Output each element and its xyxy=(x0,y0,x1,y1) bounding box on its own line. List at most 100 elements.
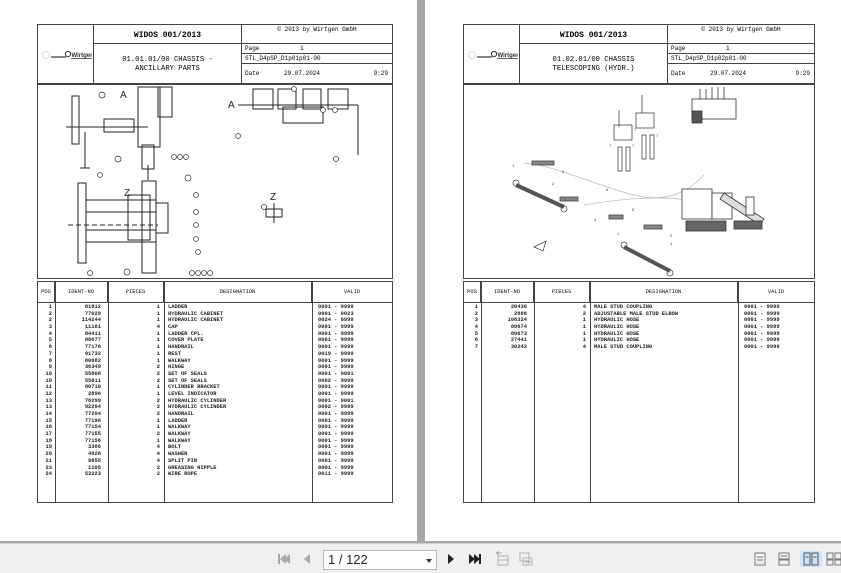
dropdown-caret-icon[interactable] xyxy=(426,559,432,563)
svg-text:A: A xyxy=(228,100,235,111)
cell-designation: HYDRAULIC HOSE xyxy=(594,337,640,344)
wirtgen-logo-icon: Wirtgen xyxy=(42,50,92,59)
cell-pieces: 2 xyxy=(156,471,160,478)
cell-valid: 0001 - 9999 xyxy=(318,324,354,331)
col-pos: POS xyxy=(464,282,481,302)
cell-valid: 0001 - 9999 xyxy=(744,330,780,337)
page-number-input[interactable]: 1 / 122 xyxy=(323,550,437,570)
cell-pieces: 1 xyxy=(156,317,160,324)
cell-pos: 19 xyxy=(45,444,52,451)
single-page-view-button[interactable] xyxy=(752,551,768,567)
date-value: 29.07.2024 xyxy=(284,70,321,77)
page-number: 1 xyxy=(300,45,304,52)
cell-pos: 16 xyxy=(45,424,52,431)
cell-designation: CAP xyxy=(168,324,178,331)
cell-designation: COVER PLATE xyxy=(168,337,204,344)
cell-designation: HYDRAULIC HOSE xyxy=(594,324,640,331)
logo-cell: Wirtgen xyxy=(464,25,520,83)
svg-text:Z: Z xyxy=(124,188,130,199)
cell-pos: 9 xyxy=(48,364,52,371)
cell-designation: ADJUSTABLE MALE STUD ELBOW xyxy=(594,310,679,317)
cell-ident-no: 20436 xyxy=(510,304,527,310)
cell-designation: WALKWAY xyxy=(168,357,191,364)
svg-text:1: 1 xyxy=(617,231,620,236)
single-page-icon xyxy=(754,552,766,566)
page-label: Page xyxy=(671,45,686,52)
cell-designation: GREASING NIPPLE xyxy=(168,464,217,471)
svg-text:Wirtgen: Wirtgen xyxy=(498,53,519,59)
cell-pieces: 1 xyxy=(156,357,160,364)
cell-ident-no: 80674 xyxy=(510,324,527,331)
cell-valid: 0001 - 9999 xyxy=(318,337,354,344)
next-page-button[interactable] xyxy=(443,551,459,567)
previous-view-button[interactable] xyxy=(494,551,510,567)
cell-valid: 0001 - 9999 xyxy=(318,384,354,391)
cell-valid: 0019 - 9999 xyxy=(318,350,354,357)
svg-text:1: 1 xyxy=(670,241,673,246)
cell-ident-no: 1105 xyxy=(88,464,101,471)
cell-ident-no: 81812 xyxy=(84,304,101,310)
cell-pieces: 4 xyxy=(582,344,586,351)
previous-page-icon xyxy=(304,554,310,564)
cell-pos: 8 xyxy=(48,357,52,364)
continuous-view-button[interactable] xyxy=(776,551,792,567)
cell-valid: 0001 - 9999 xyxy=(318,451,354,458)
cell-designation: HYDRAULIC HOSE xyxy=(594,317,640,324)
col-pos: POS xyxy=(38,282,55,302)
first-page-button[interactable] xyxy=(276,551,292,567)
cell-pieces: 1 xyxy=(156,337,160,344)
date-value: 29.07.2024 xyxy=(710,70,747,77)
time-value: 9:29 xyxy=(373,70,388,77)
time-value: 9:29 xyxy=(795,70,810,77)
section-line-1: 01.01.01/00 CHASSIS - xyxy=(122,56,213,64)
two-page-view-button[interactable] xyxy=(800,551,822,567)
cell-ident-no: 92294 xyxy=(84,404,101,411)
cell-pieces: 2 xyxy=(156,364,160,371)
svg-text:1: 1 xyxy=(564,197,567,202)
cell-ident-no: 77154 xyxy=(84,424,101,431)
last-page-button[interactable] xyxy=(467,551,483,567)
document-viewer[interactable]: Wirtgen WIDOS 001/2013 01.01.01/00 CHASS… xyxy=(0,0,841,543)
cell-pos: 6 xyxy=(474,337,478,344)
cell-pos: 15 xyxy=(45,417,52,424)
cell-designation: BOLT xyxy=(168,444,181,451)
svg-text:6: 6 xyxy=(606,187,609,192)
cell-ident-no: 77176 xyxy=(84,344,101,351)
cell-designation: HANDRAIL xyxy=(168,344,194,351)
cell-pos: 1 xyxy=(474,304,478,310)
cell-valid: 0001 - 9999 xyxy=(318,417,354,424)
cell-valid: 0001 - 9999 xyxy=(318,364,354,371)
cell-valid: 0001 - 9999 xyxy=(318,330,354,337)
cell-pieces: 4 xyxy=(582,304,586,310)
cell-pieces: 1 xyxy=(156,384,160,391)
page-number: 1 xyxy=(726,45,730,52)
cell-designation: CYLINDER BRACKET xyxy=(168,384,220,391)
cell-pos: 3 xyxy=(474,317,478,324)
page-label: Page xyxy=(245,45,260,52)
cell-pieces: 2 xyxy=(156,411,160,417)
svg-text:1: 1 xyxy=(512,163,515,168)
cell-pieces: 1 xyxy=(582,330,586,337)
next-view-button[interactable] xyxy=(518,551,534,567)
two-page-icon xyxy=(803,552,819,566)
section-line-1: 01.02.01/00 CHASSIS xyxy=(552,56,635,64)
svg-text:7: 7 xyxy=(632,143,635,148)
cell-pos: 2 xyxy=(474,310,478,317)
section-description: 01.01.01/00 CHASSIS - ANCILLARY PARTS xyxy=(94,44,242,83)
cell-designation: WALKWAY xyxy=(168,431,191,438)
col-valid: VALID xyxy=(343,289,361,295)
cell-pos: 20 xyxy=(45,451,52,458)
two-page-continuous-view-button[interactable] xyxy=(826,551,841,567)
cell-ident-no: 55808 xyxy=(84,370,101,377)
previous-page-button[interactable] xyxy=(299,551,315,567)
